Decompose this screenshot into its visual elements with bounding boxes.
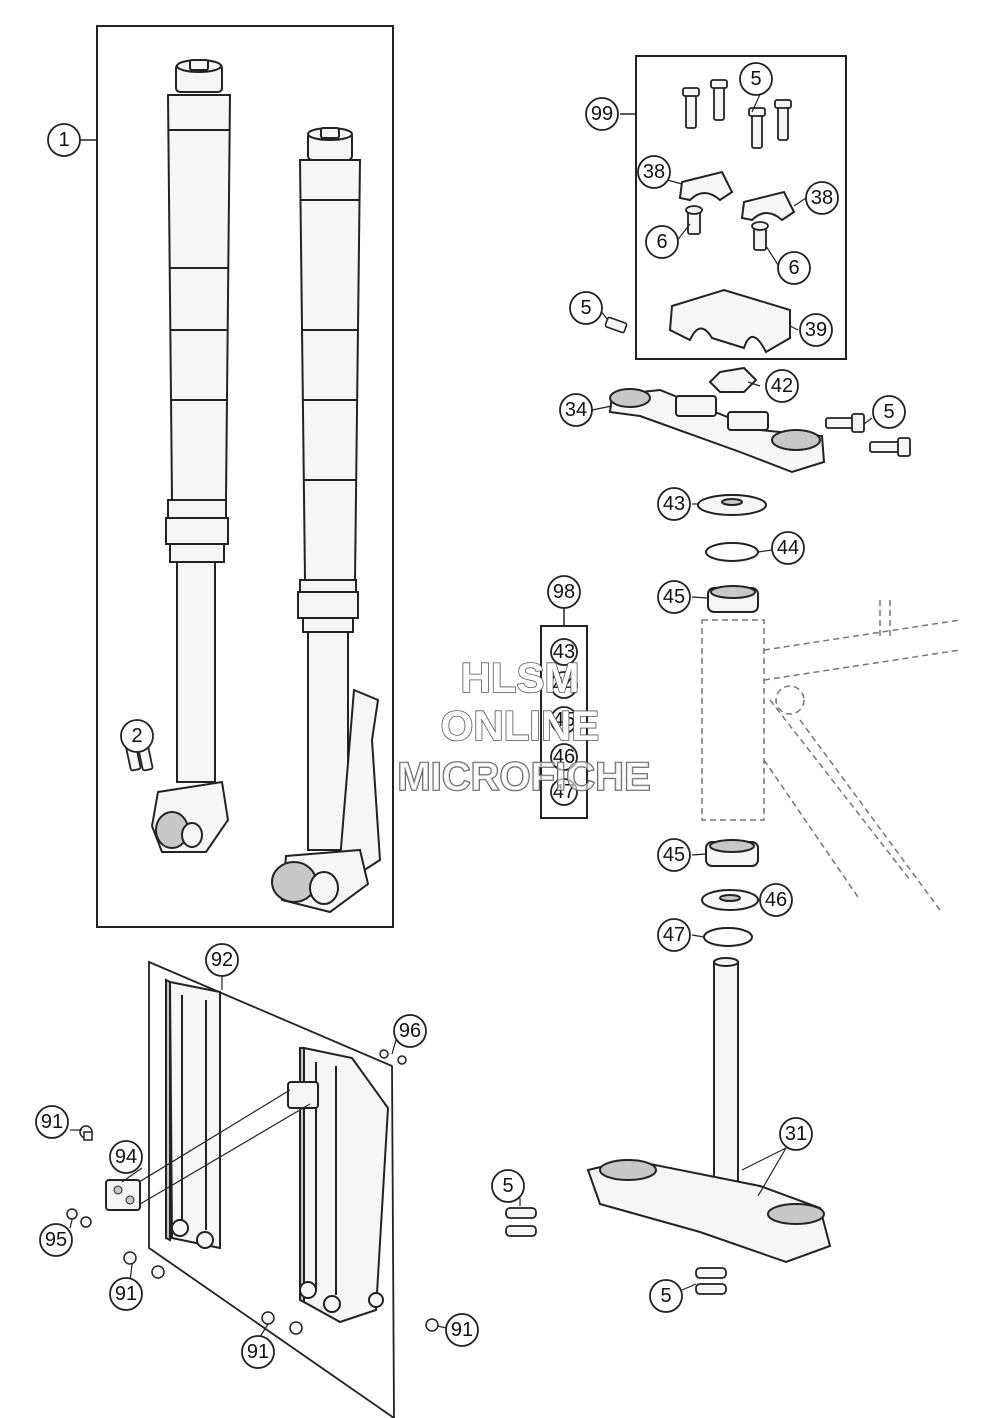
callout-1: 1 bbox=[58, 129, 69, 151]
callout-6: 6 bbox=[656, 231, 667, 253]
callout-5: 5 bbox=[580, 297, 591, 319]
steering-stem bbox=[713, 957, 739, 1193]
watermark-line-3: MICROFICHE bbox=[397, 755, 650, 799]
watermark-line-2: ONLINE bbox=[441, 702, 600, 749]
clamp-bolts bbox=[682, 79, 792, 149]
watermark: HLSM ONLINE MICROFICHE bbox=[397, 653, 652, 800]
kit-98-item: 45 bbox=[553, 709, 575, 731]
callout-99: 99 bbox=[591, 103, 613, 125]
side-bolts bbox=[825, 413, 911, 457]
callout-31: 31 bbox=[785, 1123, 807, 1145]
callout-98: 98 bbox=[553, 581, 575, 603]
guard-screws bbox=[66, 1049, 439, 1335]
kit-98-item: 46 bbox=[553, 746, 575, 768]
callout-44: 44 bbox=[777, 537, 799, 559]
callout-45: 45 bbox=[663, 586, 685, 608]
callout-94: 94 bbox=[115, 1146, 137, 1168]
callout-5: 5 bbox=[660, 1285, 671, 1307]
fork-guard-panel bbox=[148, 960, 395, 1418]
callout-91: 91 bbox=[451, 1319, 473, 1341]
callout-95: 95 bbox=[45, 1229, 67, 1251]
fork-leg-right bbox=[271, 127, 382, 914]
callout-46: 46 bbox=[765, 889, 787, 911]
callout-96: 96 bbox=[399, 1020, 421, 1042]
bearing-stack-lower bbox=[701, 839, 759, 947]
callout-91: 91 bbox=[41, 1111, 63, 1133]
watermark-line-1: HLSM bbox=[461, 654, 580, 701]
callout-5: 5 bbox=[883, 401, 894, 423]
steering-nut bbox=[708, 366, 758, 393]
callout-45: 45 bbox=[663, 844, 685, 866]
kit-98-item: 43 bbox=[553, 641, 575, 663]
callout-5: 5 bbox=[502, 1175, 513, 1197]
callout-2: 2 bbox=[131, 725, 142, 747]
callout-38: 38 bbox=[811, 187, 833, 209]
lower-triple-clamp bbox=[586, 1158, 832, 1264]
fork-group-frame bbox=[96, 25, 394, 928]
clamp-pins bbox=[685, 205, 769, 251]
fork-leg-left bbox=[150, 59, 232, 853]
kit-98-item: 47 bbox=[553, 781, 575, 803]
guard-bracket bbox=[105, 1179, 141, 1211]
fork-guard-left bbox=[165, 978, 221, 1250]
callout-47: 47 bbox=[663, 924, 685, 946]
upper-triple-clamp bbox=[608, 388, 826, 474]
callout-5: 5 bbox=[750, 68, 761, 90]
upper-clamps bbox=[678, 170, 796, 222]
fork-guard-right bbox=[287, 1046, 390, 1324]
clamp-kit-frame bbox=[635, 55, 847, 360]
frame-head bbox=[701, 600, 961, 911]
callout-91: 91 bbox=[247, 1341, 269, 1363]
kit-98-item: 44 bbox=[553, 674, 575, 696]
callout-39: 39 bbox=[805, 319, 827, 341]
bearing-stack-upper bbox=[697, 494, 767, 613]
callout-42: 42 bbox=[771, 375, 793, 397]
callout-6: 6 bbox=[788, 257, 799, 279]
callout-34: 34 bbox=[565, 399, 587, 421]
lower-clamp bbox=[668, 288, 791, 354]
callout-43: 43 bbox=[663, 493, 685, 515]
callout-92: 92 bbox=[211, 949, 233, 971]
callout-38: 38 bbox=[643, 161, 665, 183]
callout-91: 91 bbox=[115, 1283, 137, 1305]
lower-clamp-bolts bbox=[505, 1207, 727, 1295]
